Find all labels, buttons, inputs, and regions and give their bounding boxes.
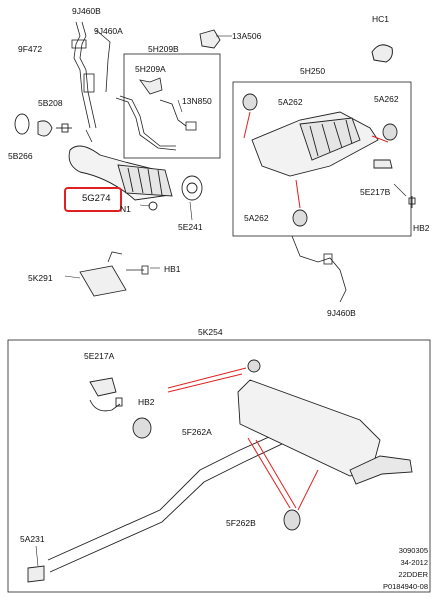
footer-line-2: 34-2012 — [400, 558, 428, 567]
footer-line-1: 3090305 — [398, 546, 428, 555]
label-9j460b-bottom: 9J460B — [327, 308, 356, 318]
box-5k254 — [7, 339, 431, 593]
highlight-5g274 — [64, 187, 122, 212]
red-leaders-upper — [243, 111, 389, 209]
label-5h250: 5H250 — [300, 66, 326, 76]
label-13n850: 13N850 — [182, 96, 212, 106]
label-13a506: 13A506 — [232, 31, 262, 41]
footer-line-4: P0184940-08 — [382, 582, 428, 591]
front-pipe-catalyst — [68, 145, 203, 211]
label-5e241: 5E241 — [178, 222, 203, 232]
label-hb1: HB1 — [164, 264, 181, 274]
box-5h209b — [123, 53, 221, 159]
label-5a231: 5A231 — [20, 534, 45, 544]
bracket-13a506 — [199, 29, 221, 49]
sensor-group-5h209b — [115, 77, 197, 151]
box-5h250 — [232, 81, 412, 237]
clamp-5b208 — [14, 113, 72, 137]
label-9j460a: 9J460A — [94, 26, 123, 36]
label-5a262-a: 5A262 — [278, 97, 303, 107]
rear-system-5k254 — [27, 359, 413, 583]
label-5b266: 5B266 — [8, 151, 33, 161]
footer-line-3: 22DDER — [398, 570, 428, 579]
label-9j460b-top: 9J460B — [72, 6, 101, 16]
label-hb2-mid: HB2 — [138, 397, 155, 407]
oxygen-sensor-lower — [291, 235, 347, 303]
label-5k254: 5K254 — [198, 327, 223, 337]
leaders — [35, 35, 407, 567]
clamp-hc1 — [371, 44, 393, 63]
label-5e217b: 5E217B — [360, 187, 391, 197]
red-leaders-lower — [167, 367, 319, 511]
label-9f472: 9F472 — [18, 44, 43, 54]
label-5f262b: 5F262B — [226, 518, 256, 528]
label-hc1: HC1 — [372, 14, 390, 24]
label-5b208: 5B208 — [38, 98, 63, 108]
heat-shield-5k291 — [79, 251, 149, 297]
label-5k291: 5K291 — [28, 273, 53, 283]
label-5h209a: 5H209A — [135, 64, 166, 74]
oxygen-sensor-upper — [71, 21, 111, 143]
catalyst-5h250 — [242, 93, 416, 227]
label-5f262a: 5F262A — [182, 427, 212, 437]
label-hb2-top: HB2 — [413, 223, 430, 233]
label-5a262-c: 5A262 — [244, 213, 269, 223]
label-5a262-b: 5A262 — [374, 94, 399, 104]
label-5e217a: 5E217A — [84, 351, 115, 361]
label-n1: N1 — [120, 204, 131, 214]
label-5g274: 5G274 — [82, 193, 111, 204]
label-5h209b: 5H209B — [148, 44, 179, 54]
